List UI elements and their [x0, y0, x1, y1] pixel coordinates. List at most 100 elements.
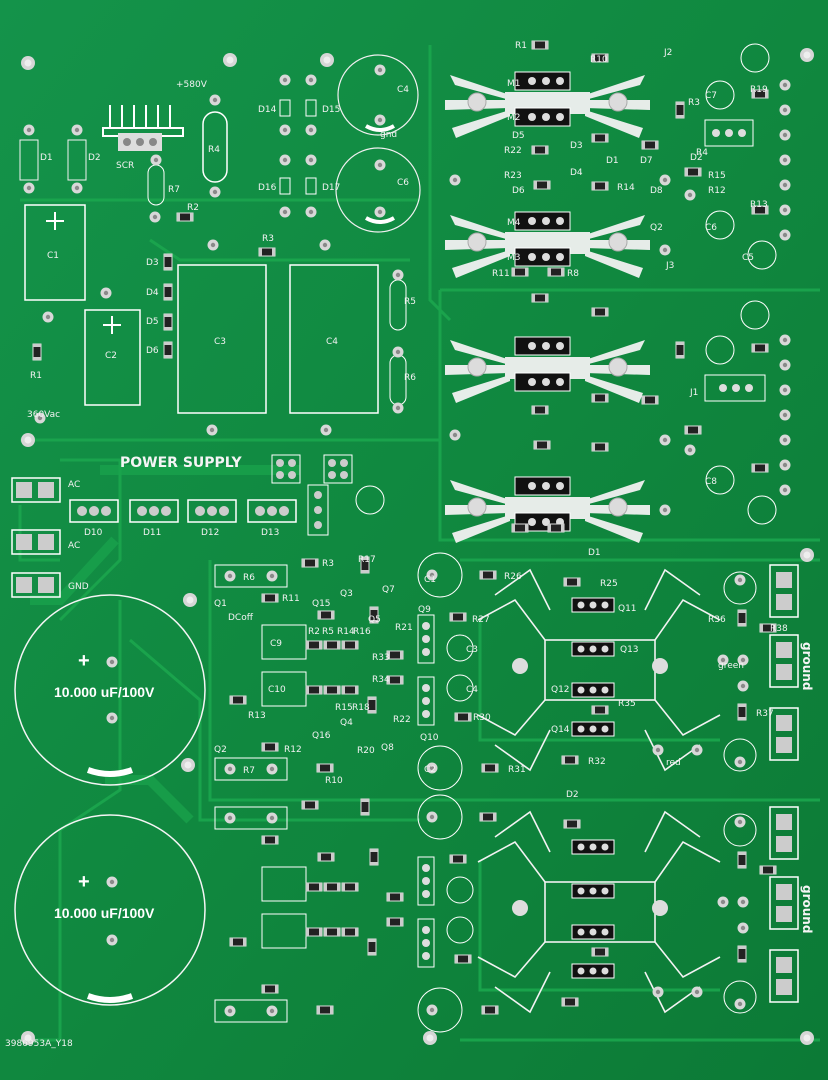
label-a-r12: R12: [284, 745, 302, 755]
big-cap-2-plus: +: [78, 871, 90, 893]
voltage-label: 360Vac: [27, 410, 60, 420]
scr-heatsink: [102, 105, 184, 151]
label-h-r3: R3: [688, 98, 700, 108]
label-a-q11: Q11: [618, 604, 637, 614]
label-a-c2: C2: [424, 765, 436, 775]
label-h-r15: R15: [708, 171, 726, 181]
label-a-r37: R37: [756, 709, 774, 719]
label-p-r4: R4: [208, 145, 220, 155]
label-a-r35: R35: [618, 699, 636, 709]
silkscreen-labels: POWER SUPPLY 360Vac +580V SCR gnd AC AC …: [5, 41, 814, 1049]
label-h-q2: Q2: [650, 223, 663, 233]
label-p-d11: D11: [143, 528, 161, 538]
label-p-d10: D10: [84, 528, 103, 538]
big-cap-2-value: 10.000 uF/100V: [54, 905, 155, 921]
red-label: red: [666, 758, 681, 768]
label-p-d17: D17: [322, 183, 340, 193]
label-a-r2: R2: [308, 627, 320, 637]
label-a-q1: Q1: [214, 599, 227, 609]
label-h-d7: D7: [640, 156, 653, 166]
label-h-r8: R8: [567, 269, 579, 279]
label-h-r23: R23: [504, 171, 522, 181]
label-a-c3: C3: [466, 645, 478, 655]
label-p-c1: C1: [47, 251, 59, 261]
label-h-r4: R4: [696, 148, 708, 158]
label-a-r6: R6: [243, 573, 255, 583]
label-h-d1: D1: [606, 156, 619, 166]
label-a-r27: R27: [472, 615, 490, 625]
label-p-d6: D6: [146, 346, 159, 356]
label-h-m3: M3: [507, 253, 521, 263]
label-a-r32: R32: [588, 757, 606, 767]
label-h-j2: J2: [663, 48, 672, 58]
amplifier-channel-1: [214, 552, 799, 791]
label-a-q12: Q12: [551, 685, 570, 695]
label-a-q2: Q2: [214, 745, 227, 755]
label-p-d13: D13: [261, 528, 279, 538]
label-a-r3: R3: [322, 559, 334, 569]
label-h-c6: C6: [705, 223, 717, 233]
label-h-m1: M1: [507, 79, 521, 89]
label-p-d15: D15: [322, 105, 340, 115]
label-p-c4b: C4: [326, 337, 338, 347]
label-h-r12: R12: [708, 186, 726, 196]
copper-traces-wide: [30, 465, 300, 824]
gnd-label: gnd: [380, 130, 397, 140]
label-a-q10: Q10: [420, 733, 439, 743]
label-h-d2: D2: [690, 153, 703, 163]
big-cap-1-value: 10.000 uF/100V: [54, 684, 155, 700]
label-a-q15: Q15: [312, 599, 331, 609]
label-p-d5: D5: [146, 317, 159, 327]
label-a-r14: R14: [337, 627, 355, 637]
regulator-section: [444, 40, 791, 544]
label-a-q4: Q4: [340, 718, 353, 728]
power-supply-section: [11, 54, 421, 598]
label-p-d2: D2: [88, 153, 101, 163]
ac-terminal-2: [11, 529, 61, 555]
label-p-c3: C3: [214, 337, 226, 347]
label-p-d16: D16: [258, 183, 277, 193]
label-a-d1: D1: [588, 548, 601, 558]
label-a-c4: C4: [466, 685, 478, 695]
label-h-m2: M2: [507, 113, 521, 123]
label-h-d5: D5: [512, 131, 525, 141]
label-p-c4: C4: [397, 85, 409, 95]
label-h-d3: D3: [570, 141, 583, 151]
green-label: green: [718, 661, 744, 671]
label-a-r5: R5: [322, 627, 334, 637]
dcoff-label: DCoff: [228, 613, 254, 623]
voltage-top-label: +580V: [176, 80, 208, 90]
label-a-q7: Q7: [382, 585, 395, 595]
label-a-r26: R26: [504, 572, 522, 582]
label-a-r31: R31: [508, 765, 526, 775]
label-p-d1: D1: [40, 153, 53, 163]
label-h-d6: D6: [512, 186, 525, 196]
label-p-c2: C2: [105, 351, 117, 361]
label-a-r11: R11: [282, 594, 300, 604]
label-h-r10: R10: [590, 55, 608, 65]
ground-label-2: ground: [800, 885, 814, 933]
label-a-q8: Q8: [381, 743, 394, 753]
label-h-r22: R22: [504, 146, 522, 156]
ac-terminal-1: [11, 477, 61, 503]
label-h-m4: M4: [507, 218, 521, 228]
gnd-terminal-label: GND: [68, 582, 89, 592]
label-a-r36: R36: [708, 615, 726, 625]
label-a-d2: D2: [566, 790, 579, 800]
label-p-d3: D3: [146, 258, 159, 268]
ac-label-1: AC: [68, 480, 80, 490]
label-a-r22: R22: [393, 715, 411, 725]
big-capacitor-1: [14, 594, 206, 786]
label-h-r14: R14: [617, 183, 635, 193]
label-h-d8: D8: [650, 186, 663, 196]
label-p-r5: R5: [404, 297, 416, 307]
label-a-q5: Q5: [368, 615, 381, 625]
label-p-r3: R3: [262, 234, 274, 244]
label-a-r20: R20: [357, 746, 375, 756]
label-h-r13: R13: [750, 200, 768, 210]
big-capacitor-2: [14, 814, 206, 1006]
label-p-r7: R7: [168, 185, 180, 195]
label-a-q14: Q14: [551, 725, 570, 735]
ac-label-2: AC: [68, 541, 80, 551]
